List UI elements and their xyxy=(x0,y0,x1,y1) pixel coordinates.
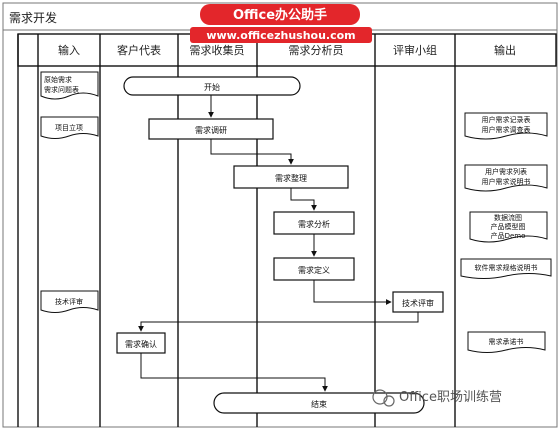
diagram-title: 需求开发 xyxy=(9,10,57,25)
lane-separators xyxy=(37,34,456,427)
input-doc-project xyxy=(40,116,99,139)
arrow-confirm-end xyxy=(140,353,328,392)
lane-header-review-team: 评审小组 xyxy=(393,43,437,57)
output-doc-3-line-1: 数据流图 xyxy=(494,213,522,222)
output-doc-5-label: 需求承诺书 xyxy=(489,337,524,346)
input-doc-tech-review xyxy=(40,290,99,313)
end-terminator xyxy=(213,392,425,414)
output-doc-5 xyxy=(467,331,546,353)
output-doc-2-line-1: 用户需求列表 xyxy=(485,167,527,176)
input-doc-original-requirements xyxy=(40,71,99,100)
lane-header-input: 输入 xyxy=(58,43,80,57)
output-doc-2-line-2: 用户需求说明书 xyxy=(482,177,531,186)
arrow-organize-analyze xyxy=(290,188,317,211)
input-doc-project-label: 项目立项 xyxy=(55,123,83,132)
lane-header-output: 输出 xyxy=(494,43,516,57)
output-doc-3-line-2: 产品模型图 xyxy=(491,222,526,231)
process-analyze-label: 需求分析 xyxy=(298,219,330,229)
start-label: 开始 xyxy=(204,82,220,92)
arrow-review-confirm xyxy=(138,312,419,332)
input-doc-line-1: 原始需求 xyxy=(44,75,72,84)
brand-banner xyxy=(200,4,360,25)
output-doc-1-line-2: 用户需求调查表 xyxy=(482,125,531,134)
lane-header-collector: 需求收集员 xyxy=(190,43,245,57)
input-doc-line-2: 需求问题表 xyxy=(44,85,79,94)
output-doc-2 xyxy=(464,164,548,192)
lane-header-customer-rep: 客户代表 xyxy=(117,43,161,57)
start-terminator xyxy=(123,76,301,96)
process-research-label: 需求调研 xyxy=(195,125,227,135)
process-define-label: 需求定义 xyxy=(298,265,330,275)
arrow-define-review xyxy=(313,280,392,305)
lane-header-analyst: 需求分析员 xyxy=(289,43,344,57)
watermark-text: Office职场训练营 xyxy=(399,390,502,405)
process-tech-review-label: 技术评审 xyxy=(402,298,434,308)
output-doc-3-line-3: 产品Demo xyxy=(491,231,526,240)
end-label: 结束 xyxy=(311,399,327,409)
output-doc-4-label: 软件需求规格说明书 xyxy=(475,263,538,272)
brand-banner-text: Office办公助手 xyxy=(233,7,327,23)
url-banner-text: www.officezhushou.com xyxy=(206,29,355,42)
output-doc-4 xyxy=(460,258,552,279)
flow-connectors xyxy=(138,95,419,392)
output-doc-1 xyxy=(464,112,548,140)
process-confirm-label: 需求确认 xyxy=(125,339,157,349)
watermark: Office职场训练营 xyxy=(372,389,502,407)
process-organize-label: 需求整理 xyxy=(275,173,307,183)
input-doc-tech-review-label: 技术评审 xyxy=(55,297,83,306)
url-banner xyxy=(190,27,372,43)
output-doc-1-line-1: 用户需求记录表 xyxy=(482,115,531,124)
arrow-research-organize xyxy=(210,139,294,165)
output-doc-3 xyxy=(469,211,548,243)
